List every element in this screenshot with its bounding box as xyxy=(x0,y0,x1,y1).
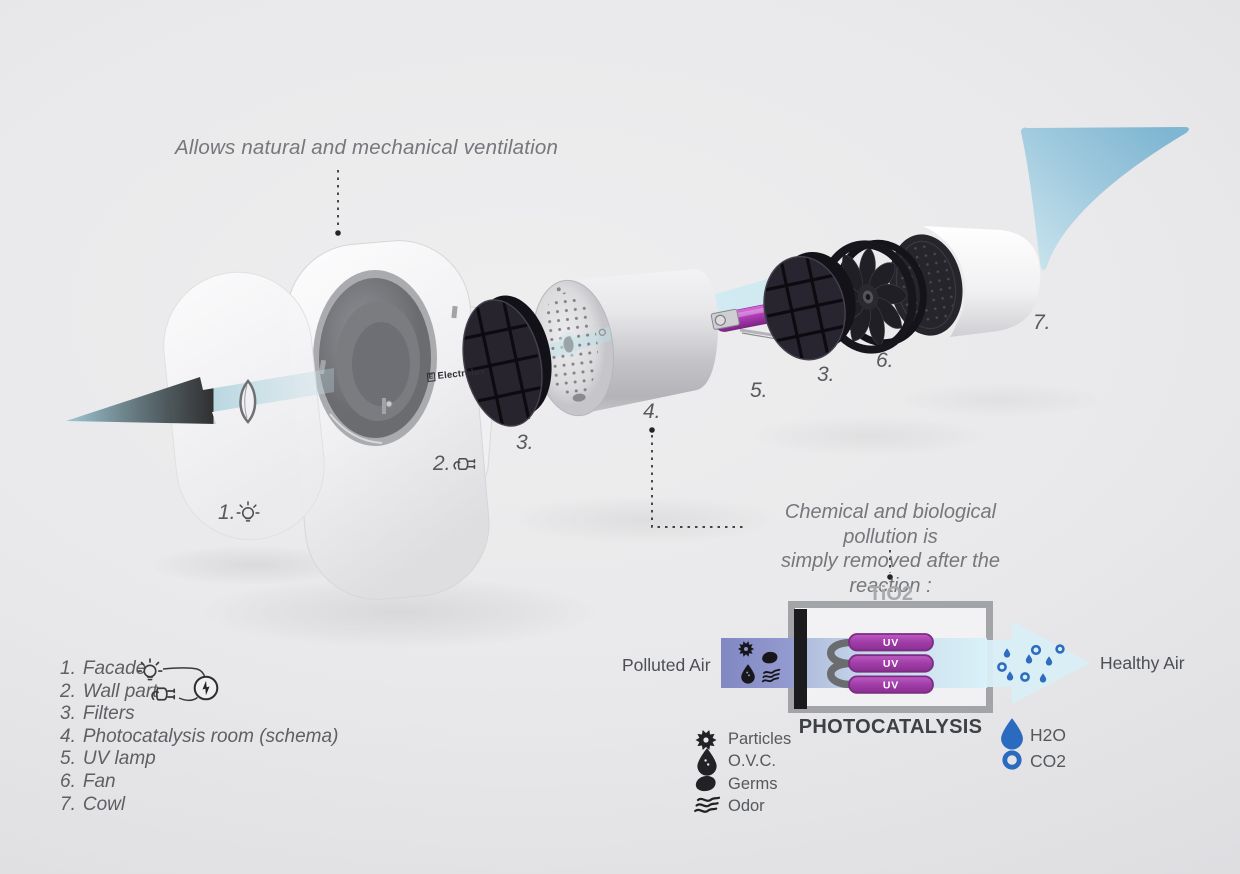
pollutant-label-ovc: O.V.C. xyxy=(728,752,776,770)
healthy-air-label: Healthy Air xyxy=(1100,653,1185,673)
callout-filter-rear: 3. xyxy=(817,363,835,386)
callout-uv-lamp: 5. xyxy=(750,379,768,402)
parts-list-item-4: 4.Photocatalysis room (schema) xyxy=(60,725,339,747)
product-label-co2: CO2 xyxy=(1030,751,1066,771)
pollutant-label-odor: Odor xyxy=(728,797,765,815)
filter-front xyxy=(462,295,552,427)
catalyst-label: TiO2 xyxy=(868,583,914,605)
photocatalysis-title: PHOTOCATALYSIS xyxy=(798,716,983,738)
callout-room: 4. xyxy=(643,400,661,423)
brand-mark: E xyxy=(426,371,437,382)
callout-dots xyxy=(335,230,893,580)
callout-lines xyxy=(337,170,891,573)
outgoing-air-swoosh xyxy=(1021,127,1189,271)
fan xyxy=(819,239,927,354)
pollutant-label-germs: Germs xyxy=(728,775,778,793)
incoming-air-arrow xyxy=(66,368,334,424)
ventilation-annotation: Allows natural and mechanical ventilatio… xyxy=(175,136,559,159)
parts-list-item-5: 5.UV lamp xyxy=(60,748,156,770)
parts-list-item-1: 1.Facade xyxy=(60,658,147,679)
callout-filter-front: 3. xyxy=(516,431,534,454)
brand-name: Electrolux xyxy=(436,365,486,382)
chamber-inlet-wall xyxy=(794,609,807,709)
filter-rear xyxy=(763,251,856,361)
parts-list-item-3: 3.Filters xyxy=(60,703,135,725)
callout-facade: 1. xyxy=(218,501,236,524)
callout-cowl: 7. xyxy=(1033,311,1051,334)
parts-list-item-2: 2.Wall part xyxy=(60,680,158,702)
parts-list-item-7: 7.Cowl xyxy=(60,793,126,815)
facade-leaf-vent xyxy=(239,379,257,424)
pollutant-label-particles: Particles xyxy=(728,730,792,748)
parts-list-item-6: 6.Fan xyxy=(60,770,116,792)
callout-wall-part: 2. xyxy=(433,452,451,475)
parts-list: 1.Facade 2.Wall part 3.Filters 4.Photoca… xyxy=(60,658,338,816)
ground-shadows xyxy=(150,383,1105,648)
polluted-air-band xyxy=(721,638,794,688)
photocatalysis-room xyxy=(531,269,719,417)
product-label-h2o: H2O xyxy=(1030,725,1066,745)
reaction-annotation: Chemical and biological pollution is sim… xyxy=(781,501,1000,597)
polluted-air-label: Polluted Air xyxy=(622,655,711,675)
callout-fan: 6. xyxy=(876,349,894,372)
clean-air-band xyxy=(806,638,987,688)
